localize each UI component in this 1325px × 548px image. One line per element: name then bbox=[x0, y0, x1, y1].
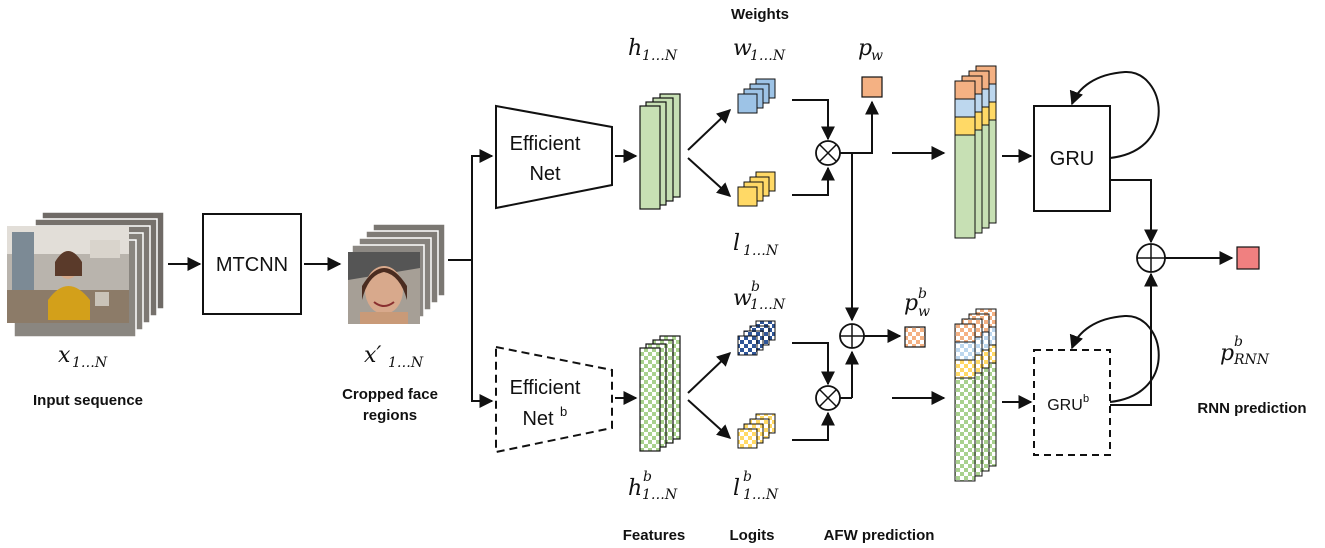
arrow-logits-b-to-multiply bbox=[792, 411, 835, 441]
efficientnet-b-label-line1: Efficient bbox=[510, 377, 581, 399]
arrow-features-to-logits bbox=[687, 157, 732, 197]
add-operator-afw bbox=[839, 323, 865, 349]
svg-text:RNN: RNN bbox=[1233, 352, 1270, 368]
arrow-crop-to-effnet bbox=[448, 149, 494, 261]
footer-logits: Logits bbox=[730, 527, 775, 544]
multiply-operator-top bbox=[815, 140, 841, 166]
footer-features: Features bbox=[623, 527, 686, 544]
input-frame-stack bbox=[7, 211, 165, 338]
label-w-b: w b 1…N bbox=[733, 279, 786, 313]
arrow-gru-to-add bbox=[1110, 179, 1158, 244]
svg-text:p: p bbox=[858, 36, 872, 61]
svg-text:p: p bbox=[1220, 341, 1234, 366]
multiply-operator-bottom bbox=[815, 385, 841, 411]
efficientnet-b-label-line2: Net bbox=[522, 408, 554, 430]
label-x-prime: x′ 1…N bbox=[364, 343, 424, 371]
arrow-features-b-to-weights-b bbox=[687, 352, 732, 394]
efficientnet-block bbox=[495, 104, 613, 210]
svg-text:w: w bbox=[733, 286, 752, 311]
features-stack-top bbox=[639, 93, 681, 210]
caption-rnn-prediction: RNN prediction bbox=[1197, 400, 1306, 417]
arrow-weights-b-to-multiply bbox=[792, 342, 835, 386]
svg-text:1…N: 1…N bbox=[750, 297, 786, 313]
logits-stack-bottom bbox=[737, 413, 776, 449]
label-pw-b: p b w bbox=[904, 286, 930, 320]
label-pw: p w bbox=[858, 36, 883, 64]
pwb-output bbox=[904, 326, 926, 348]
caption-cropped-line2: regions bbox=[363, 407, 417, 424]
svg-text:1…N: 1…N bbox=[743, 243, 779, 259]
efficientnet-label-line1: Efficient bbox=[510, 133, 581, 155]
svg-text:b: b bbox=[743, 469, 752, 485]
input-frame-front bbox=[7, 226, 129, 323]
svg-text:1…N: 1…N bbox=[642, 487, 678, 503]
svg-text:p: p bbox=[904, 291, 918, 316]
label-h-b: h b 1…N bbox=[628, 469, 678, 503]
svg-text:b: b bbox=[918, 286, 927, 302]
svg-text:l: l bbox=[733, 231, 740, 256]
arrow-features-b-to-logits-b bbox=[687, 399, 732, 439]
svg-text:1…N: 1…N bbox=[72, 355, 108, 371]
svg-text:l: l bbox=[733, 476, 740, 501]
arrow-features-to-weights bbox=[687, 109, 732, 151]
arrow-weights-to-multiply bbox=[792, 99, 835, 141]
mtcnn-label: MTCNN bbox=[216, 254, 288, 276]
svg-text:h: h bbox=[628, 36, 642, 61]
gru-b-box bbox=[1033, 349, 1111, 456]
weights-stack-top bbox=[737, 78, 776, 114]
add-operator-rnn bbox=[1136, 243, 1166, 273]
label-h: h 1…N bbox=[628, 36, 678, 64]
cropped-face-front bbox=[348, 252, 420, 324]
svg-text:w: w bbox=[918, 304, 930, 320]
arrow-multiply-to-pw bbox=[840, 100, 879, 154]
caption-cropped-line1: Cropped face bbox=[342, 386, 438, 403]
logits-stack-top bbox=[737, 171, 776, 207]
features-stack-bottom bbox=[639, 335, 681, 452]
cropped-face-stack bbox=[348, 223, 446, 324]
gru-b-label: GRU bbox=[1047, 397, 1083, 414]
gru-box bbox=[1033, 105, 1111, 212]
svg-text:1…N: 1…N bbox=[642, 48, 678, 64]
mtcnn-box bbox=[202, 213, 302, 315]
label-x: x 1…N bbox=[58, 343, 108, 371]
svg-text:w: w bbox=[733, 36, 752, 61]
svg-text:h: h bbox=[628, 476, 642, 501]
gru-recurrent-loop bbox=[1069, 70, 1160, 159]
svg-text:x: x bbox=[58, 343, 71, 368]
label-l-b: l b 1…N bbox=[733, 469, 779, 503]
label-l: l 1…N bbox=[733, 231, 779, 259]
header-weights: Weights bbox=[731, 6, 789, 23]
efficientnet-b-sup: b bbox=[560, 404, 567, 419]
svg-text:1…N: 1…N bbox=[750, 48, 786, 64]
efficientnet-label-line2: Net bbox=[529, 163, 561, 185]
concat-stack-top bbox=[954, 65, 997, 239]
arrow-logits-to-multiply bbox=[792, 166, 835, 196]
arrow-crop-to-effnetb bbox=[471, 260, 494, 408]
gru-b-sup: b bbox=[1083, 393, 1089, 405]
label-w: w 1…N bbox=[733, 36, 786, 64]
gru-label: GRU bbox=[1050, 148, 1094, 170]
arrow-grub-to-add bbox=[1110, 272, 1158, 406]
efficientnet-b-block bbox=[495, 345, 613, 454]
caption-input-sequence: Input sequence bbox=[33, 392, 143, 409]
svg-text:1…N: 1…N bbox=[388, 355, 424, 371]
svg-text:b: b bbox=[643, 469, 652, 485]
rnn-prediction-output bbox=[1236, 246, 1260, 270]
concat-stack-bottom bbox=[954, 308, 997, 482]
svg-text:1…N: 1…N bbox=[743, 487, 779, 503]
svg-text:b: b bbox=[1234, 334, 1243, 350]
svg-text:w: w bbox=[871, 48, 883, 64]
pw-output bbox=[861, 76, 883, 98]
svg-text:x′: x′ bbox=[364, 343, 381, 368]
gru-b-recurrent-loop bbox=[1069, 314, 1160, 403]
label-p-rnn: p b RNN bbox=[1220, 334, 1270, 368]
footer-afw-prediction: AFW prediction bbox=[824, 527, 935, 544]
svg-text:b: b bbox=[751, 279, 760, 295]
weights-stack-bottom bbox=[737, 320, 776, 356]
